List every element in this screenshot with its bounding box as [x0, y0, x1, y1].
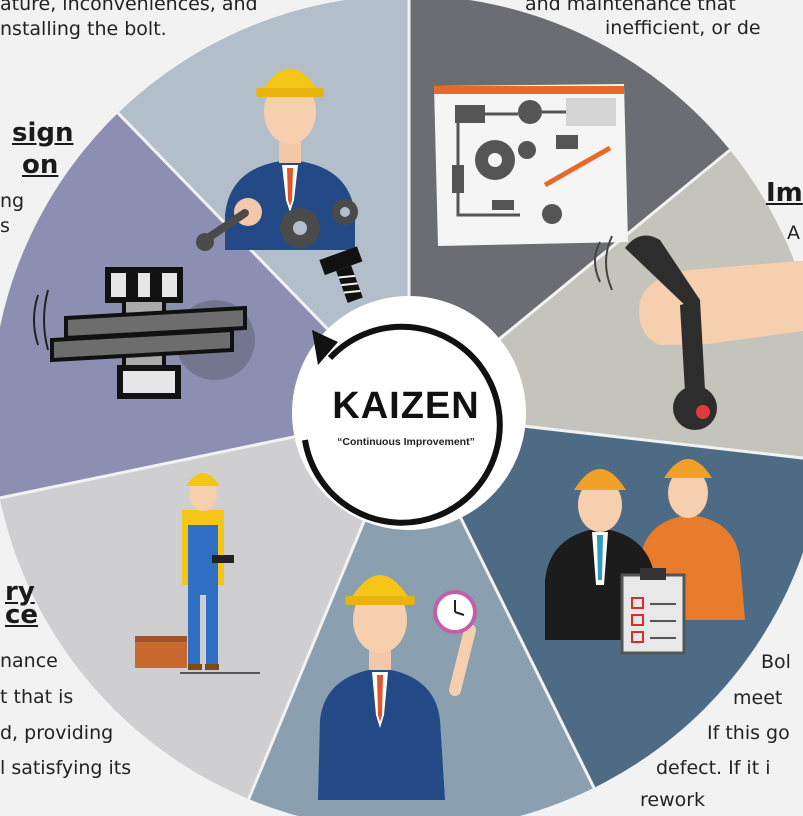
text-bottom-right-5: rework — [640, 789, 706, 811]
text-bottom-left-3: d, providing — [0, 722, 114, 744]
text-bottom-right-1: Bol — [761, 651, 791, 673]
cycle-arrowhead-icon — [312, 330, 338, 365]
heading-improve: Im — [766, 178, 803, 208]
center-subtitle: “Continuous Improvement” — [337, 436, 475, 448]
cycle-arrow — [302, 323, 503, 526]
heading-quality-bottom: ce — [5, 600, 39, 630]
text-top-left-1: ature, inconveniences, and — [0, 0, 258, 15]
text-top-right-1: and maintenance that — [525, 0, 736, 15]
worker-with-toolbox-icon — [135, 473, 260, 674]
text-bottom-left-1: nance — [0, 650, 58, 672]
text-left-1: ng — [0, 190, 25, 212]
blueprint-icon — [434, 84, 628, 246]
text-improve: A — [787, 222, 800, 244]
text-bottom-right-2: meet — [733, 687, 783, 709]
center-title: KAIZEN — [332, 385, 480, 427]
inspectors-clipboard-icon — [545, 459, 745, 655]
text-top-right-2: inefficient, or de — [605, 17, 761, 39]
text-bottom-right-4: defect. If it i — [656, 757, 771, 779]
text-bottom-left-2: t that is — [0, 686, 74, 708]
text-left-2: s — [0, 215, 10, 237]
wrench-in-hand-icon — [594, 235, 803, 430]
bolt-assembly-icon — [33, 267, 255, 399]
heading-design-bottom: on — [22, 150, 59, 180]
heading-design-top: sign — [12, 118, 74, 148]
text-bottom-left-4: l satisfying its — [0, 757, 132, 779]
bolt-icon — [319, 246, 363, 303]
heading-quality-top: ry — [5, 577, 35, 607]
text-bottom-right-3: If this go — [707, 722, 790, 744]
engineer-with-gears-icon — [196, 68, 358, 251]
manager-with-clock-icon — [318, 575, 477, 800]
text-top-left-2: nstalling the bolt. — [0, 18, 167, 40]
